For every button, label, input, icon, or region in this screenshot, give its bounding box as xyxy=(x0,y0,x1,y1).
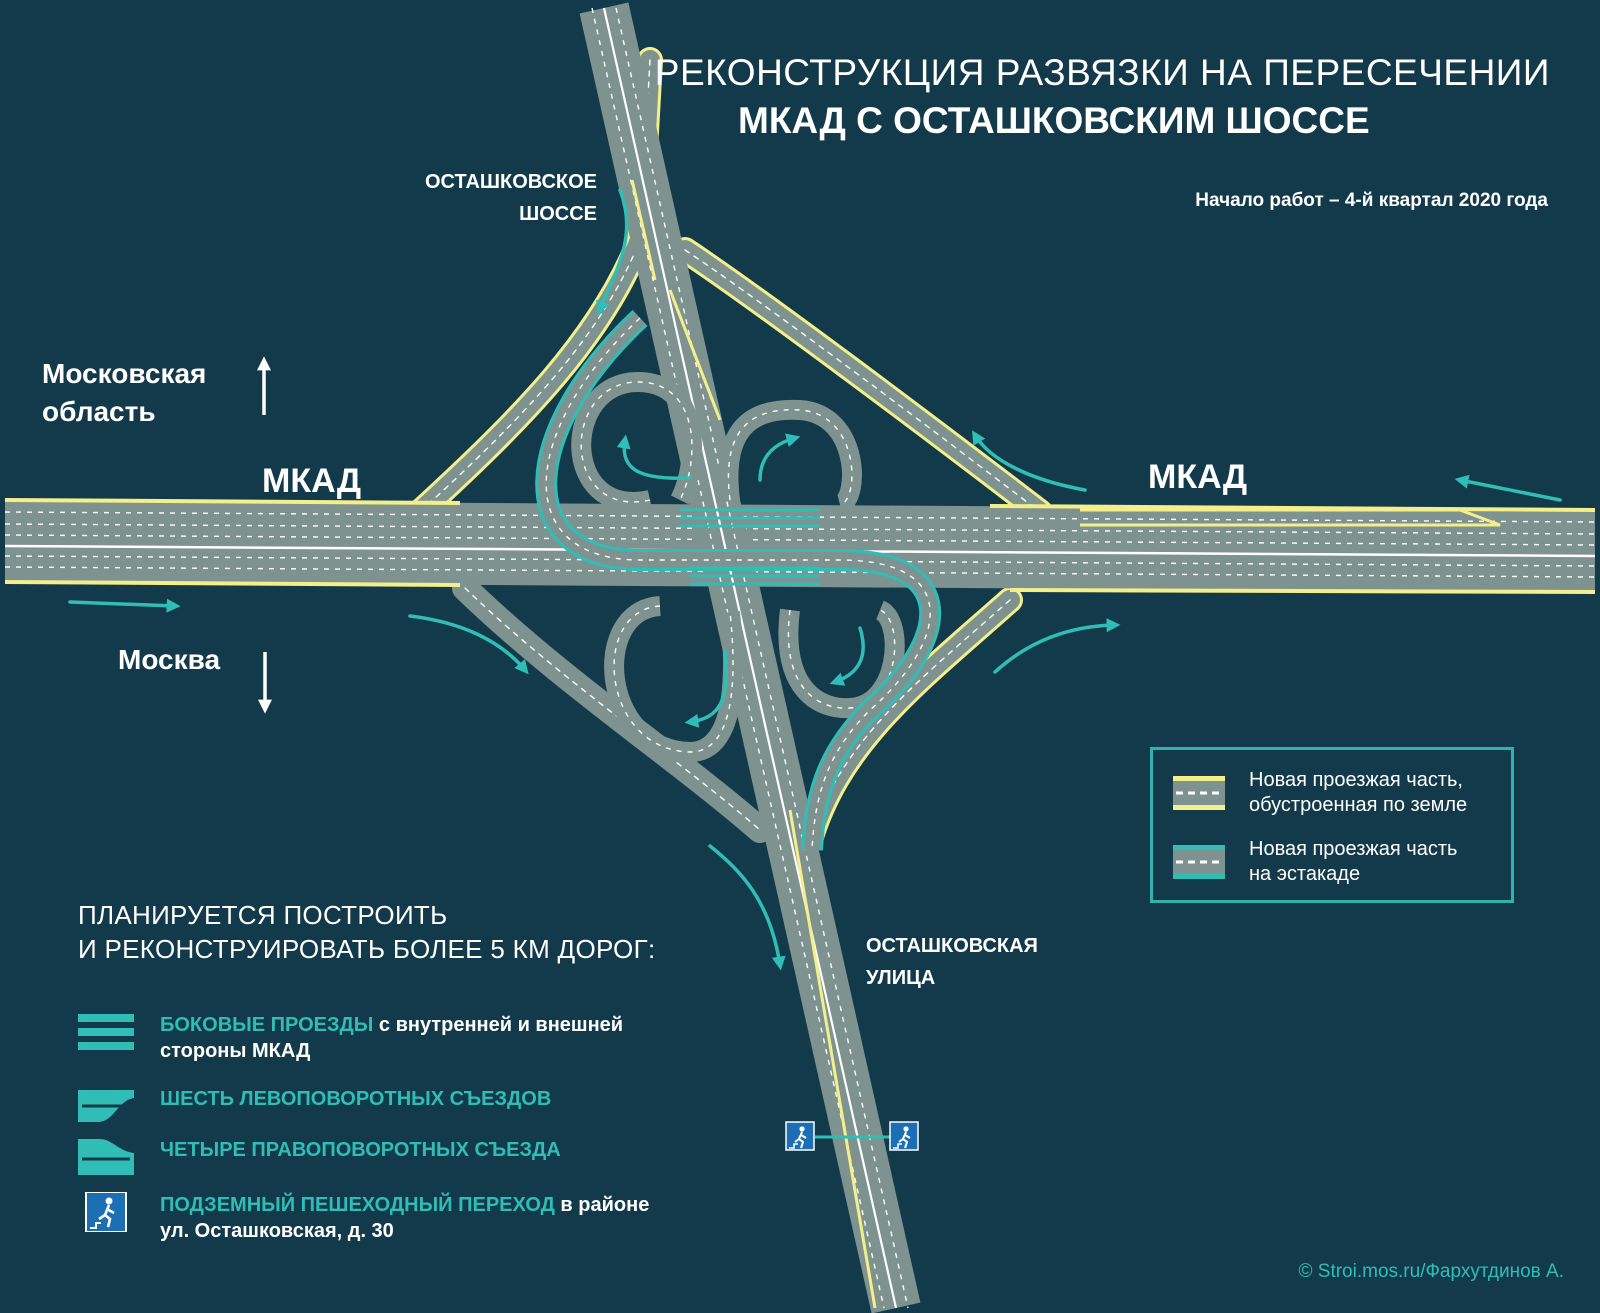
plan-heading: ПЛАНИРУЕТСЯ ПОСТРОИТЬ И РЕКОНСТРУИРОВАТЬ… xyxy=(78,898,655,966)
label-ostashkovskoe-line-1: ОСТАШКОВСКОЕ xyxy=(425,171,597,193)
ostashkovskoe-road xyxy=(579,2,921,1313)
left-exits-icon xyxy=(78,1090,134,1122)
overpass-road-swatch xyxy=(1173,845,1225,879)
left-exits-text: Шесть левоповоротных съездов xyxy=(160,1088,552,1110)
loop-northeast xyxy=(718,399,862,515)
title-line-2: МКАД С ОСТАШКОВСКИМ ШОССЕ xyxy=(738,100,1370,141)
underpass-accent: Подземный пешеходный переход xyxy=(160,1194,555,1216)
label-ostashkovskaya-ulitsa: ОСТАШКОВСКАЯ УЛИЦА xyxy=(866,930,1038,994)
legend-ground-line-2: обустроенная по земле xyxy=(1249,794,1468,816)
arrow-mkad-east-inbound xyxy=(1454,474,1562,502)
label-moscow-oblast-line-2: область xyxy=(42,396,156,427)
side-roads-text-2: стороны МКАД xyxy=(160,1040,311,1062)
arrow-south-exit xyxy=(708,844,786,971)
title-line-1: РЕКОНСТРУКЦИЯ РАЗВЯЗКИ НА ПЕРЕСЕЧЕНИИ xyxy=(654,52,1550,93)
label-mkad-west: МКАД xyxy=(262,462,362,500)
label-moscow: Москва xyxy=(118,644,221,675)
arrow-se-entry xyxy=(993,618,1121,674)
arrow-loop-sw xyxy=(684,650,728,728)
arrow-north-entry xyxy=(596,188,629,316)
ground-road-swatch xyxy=(1173,776,1225,810)
pedestrian-crossing-icon xyxy=(85,1192,127,1232)
right-exits-icon xyxy=(78,1139,134,1175)
side-roads-icon xyxy=(78,1014,134,1050)
legend-overpass-line-1: Новая проезжая часть xyxy=(1249,838,1458,860)
label-ostashkovskoe-shosse: ОСТАШКОВСКОЕ ШОССЕ xyxy=(405,166,597,230)
arrow-ne-exit xyxy=(972,430,1087,492)
pedestrian-crossing-icon xyxy=(889,1121,919,1151)
label-ostashkovskaya-line-1: ОСТАШКОВСКАЯ xyxy=(866,935,1038,957)
loop-southwest xyxy=(604,596,744,763)
plan-item-right-exits: Четыре правоповоротных съезда xyxy=(78,1137,760,1177)
arrow-mkad-west-inbound xyxy=(68,598,181,613)
loop-northwest xyxy=(571,371,702,512)
underpass-text-2: ул. Осташковская, д. 30 xyxy=(160,1220,394,1242)
side-roads-accent: Боковые проезды xyxy=(160,1014,374,1036)
label-moscow-oblast-line-1: Московская xyxy=(42,358,207,389)
label-ostashkovskoe-line-2: ШОССЕ xyxy=(519,203,597,225)
pedestrian-crossing-icon xyxy=(785,1121,815,1151)
plan-item-underpass: Подземный пешеходный переход в районе ул… xyxy=(78,1192,760,1244)
label-mkad-east: МКАД xyxy=(1148,458,1248,496)
side-roads-text: с внутренней и внешней xyxy=(373,1014,624,1036)
overpass-side-lanes xyxy=(680,508,820,586)
ramp-northeast xyxy=(672,237,1053,525)
arrow-sw-exit xyxy=(408,614,529,675)
right-exits-text: Четыре правоповоротных съезда xyxy=(160,1139,561,1161)
legend: Новая проезжая часть, обустроенная по зе… xyxy=(1150,747,1514,903)
label-moscow-oblast: Московская область xyxy=(42,355,206,431)
mkad-side-road-east xyxy=(1080,508,1501,527)
ramp-northwest xyxy=(407,47,663,525)
ramp-southeast xyxy=(797,587,1023,853)
legend-ground-line-1: Новая проезжая часть, xyxy=(1249,769,1463,791)
pedestrian-underpass xyxy=(785,1121,919,1151)
label-ostashkovskaya-line-2: УЛИЦА xyxy=(866,967,936,989)
direction-arrows xyxy=(68,188,1562,971)
legend-ground-road: Новая проезжая часть, обустроенная по зе… xyxy=(1173,768,1511,818)
plan-heading-line-1: ПЛАНИРУЕТСЯ ПОСТРОИТЬ xyxy=(78,900,448,930)
loop-southeast xyxy=(778,600,905,719)
plan-heading-line-2: И РЕКОНСТРУИРОВАТЬ БОЛЕЕ 5 КМ ДОРОГ: xyxy=(78,934,656,964)
legend-overpass-road: Новая проезжая часть на эстакаде xyxy=(1173,837,1511,887)
arrow-loop-ne xyxy=(758,433,801,482)
legend-overpass-line-2: на эстакаде xyxy=(1249,863,1361,885)
overpass-s-curve xyxy=(535,309,941,851)
start-date: Начало работ – 4-й квартал 2020 года xyxy=(1195,190,1548,211)
arrow-loop-se xyxy=(829,626,865,686)
arrow-loop-nw xyxy=(616,434,692,480)
plan-item-left-exits: Шесть левоповоротных съездов xyxy=(78,1086,760,1126)
plan-item-side-roads: Боковые проезды с внутренней и внешней с… xyxy=(78,1012,760,1064)
underpass-text: в районе xyxy=(554,1194,650,1216)
credit: © Stroi.mos.ru/Фархутдинов А. xyxy=(1298,1261,1565,1282)
mkad-road xyxy=(4,498,1596,594)
